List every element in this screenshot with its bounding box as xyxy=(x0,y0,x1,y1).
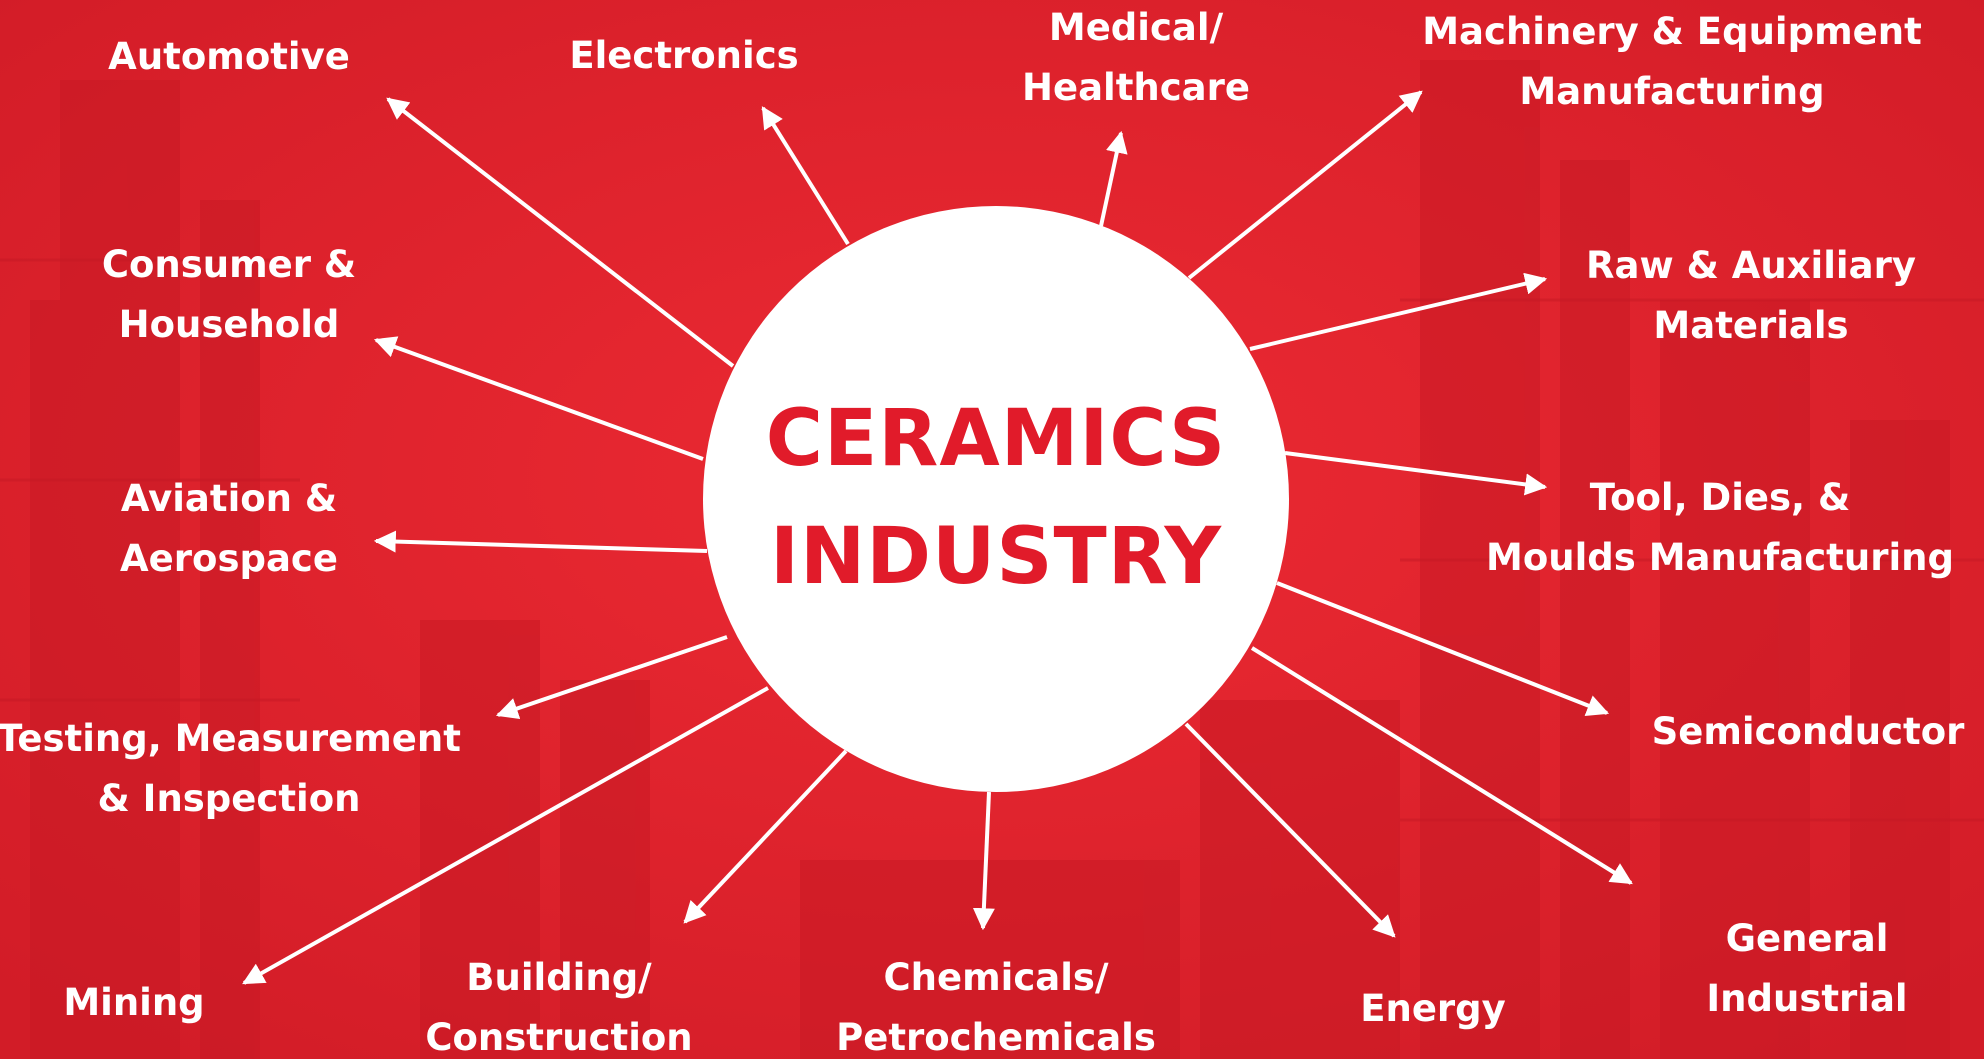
label-building-construction: Building/ Construction xyxy=(425,948,692,1059)
label-general-industrial: General Industrial xyxy=(1706,909,1907,1029)
label-chemicals-petrochemicals: Chemicals/ Petrochemicals xyxy=(836,948,1156,1059)
arrow-machinery-equipment-manufacturing xyxy=(1187,90,1423,280)
label-aviation-aerospace: Aviation & Aerospace xyxy=(120,469,338,589)
arrow-building-construction xyxy=(683,749,848,924)
label-semiconductor: Semiconductor xyxy=(1652,702,1965,762)
label-chemicals-petrochemicals-line-2: Petrochemicals xyxy=(836,1016,1156,1059)
label-mining-line-1: Mining xyxy=(63,981,205,1024)
arrow-automotive xyxy=(386,97,735,368)
arrow-chemicals-petrochemicals xyxy=(972,791,995,931)
label-testing-measurement-inspection: Testing, Measurement & Inspection xyxy=(0,709,461,829)
label-medical-healthcare-line-1: Medical/ xyxy=(1048,6,1224,49)
center-title-line-2: INDUSTRY xyxy=(769,512,1223,602)
arrow-consumer-household xyxy=(373,336,704,461)
center-title: CERAMICS INDUSTRY xyxy=(703,380,1289,616)
label-medical-healthcare-line-2: Healthcare xyxy=(1022,66,1250,109)
label-electronics: Electronics xyxy=(569,26,798,86)
label-automotive-line-1: Automotive xyxy=(108,35,350,78)
label-chemicals-petrochemicals-line-1: Chemicals/ xyxy=(883,956,1109,999)
arrow-testing-measurement-inspection xyxy=(495,635,728,720)
arrow-semiconductor xyxy=(1276,581,1610,716)
label-aviation-aerospace-line-1: Aviation & xyxy=(120,477,338,520)
label-consumer-household: Consumer & Household xyxy=(102,235,356,355)
label-general-industrial-line-2: Industrial xyxy=(1706,977,1908,1020)
label-mining: Mining xyxy=(63,973,204,1033)
label-testing-measurement-inspection-line-1: Testing, Measurement xyxy=(0,717,461,760)
label-tool-dies-moulds-manufacturing-line-2: Moulds Manufacturing xyxy=(1486,536,1954,579)
label-raw-auxiliary-materials-line-1: Raw & Auxiliary xyxy=(1586,244,1916,287)
label-consumer-household-line-1: Consumer & xyxy=(101,243,357,286)
arrow-tool-dies-moulds-manufacturing xyxy=(1284,451,1548,496)
label-testing-measurement-inspection-line-2: & Inspection xyxy=(97,777,361,820)
label-tool-dies-moulds-manufacturing-line-1: Tool, Dies, & xyxy=(1589,476,1851,519)
arrow-medical-healthcare xyxy=(1099,130,1128,227)
label-machinery-equipment-manufacturing-line-1: Machinery & Equipment xyxy=(1422,10,1922,53)
label-building-construction-line-1: Building/ xyxy=(466,956,652,999)
label-raw-auxiliary-materials-line-2: Materials xyxy=(1653,304,1849,347)
label-machinery-equipment-manufacturing: Machinery & Equipment Manufacturing xyxy=(1422,2,1922,122)
label-general-industrial-line-1: General xyxy=(1725,917,1889,960)
label-machinery-equipment-manufacturing-line-2: Manufacturing xyxy=(1519,70,1825,113)
center-title-line-1: CERAMICS xyxy=(765,394,1227,484)
label-energy-line-1: Energy xyxy=(1360,987,1506,1030)
label-energy: Energy xyxy=(1360,979,1506,1039)
label-consumer-household-line-2: Household xyxy=(118,303,340,346)
arrow-electronics xyxy=(761,106,850,246)
center-circle xyxy=(703,206,1289,792)
arrow-raw-auxiliary-materials xyxy=(1249,272,1548,351)
label-building-construction-line-2: Construction xyxy=(425,1016,693,1059)
label-electronics-line-1: Electronics xyxy=(569,34,799,77)
label-medical-healthcare: Medical/ Healthcare xyxy=(1022,0,1250,118)
arrow-energy xyxy=(1184,722,1396,938)
label-automotive: Automotive xyxy=(108,27,350,87)
arrow-general-industrial xyxy=(1250,646,1633,885)
arrow-aviation-aerospace xyxy=(373,530,708,553)
label-semiconductor-line-1: Semiconductor xyxy=(1651,710,1965,753)
arrow-mining xyxy=(242,686,769,985)
label-aviation-aerospace-line-2: Aerospace xyxy=(120,537,338,580)
label-tool-dies-moulds-manufacturing: Tool, Dies, & Moulds Manufacturing xyxy=(1486,468,1954,588)
label-raw-auxiliary-materials: Raw & Auxiliary Materials xyxy=(1586,236,1916,356)
